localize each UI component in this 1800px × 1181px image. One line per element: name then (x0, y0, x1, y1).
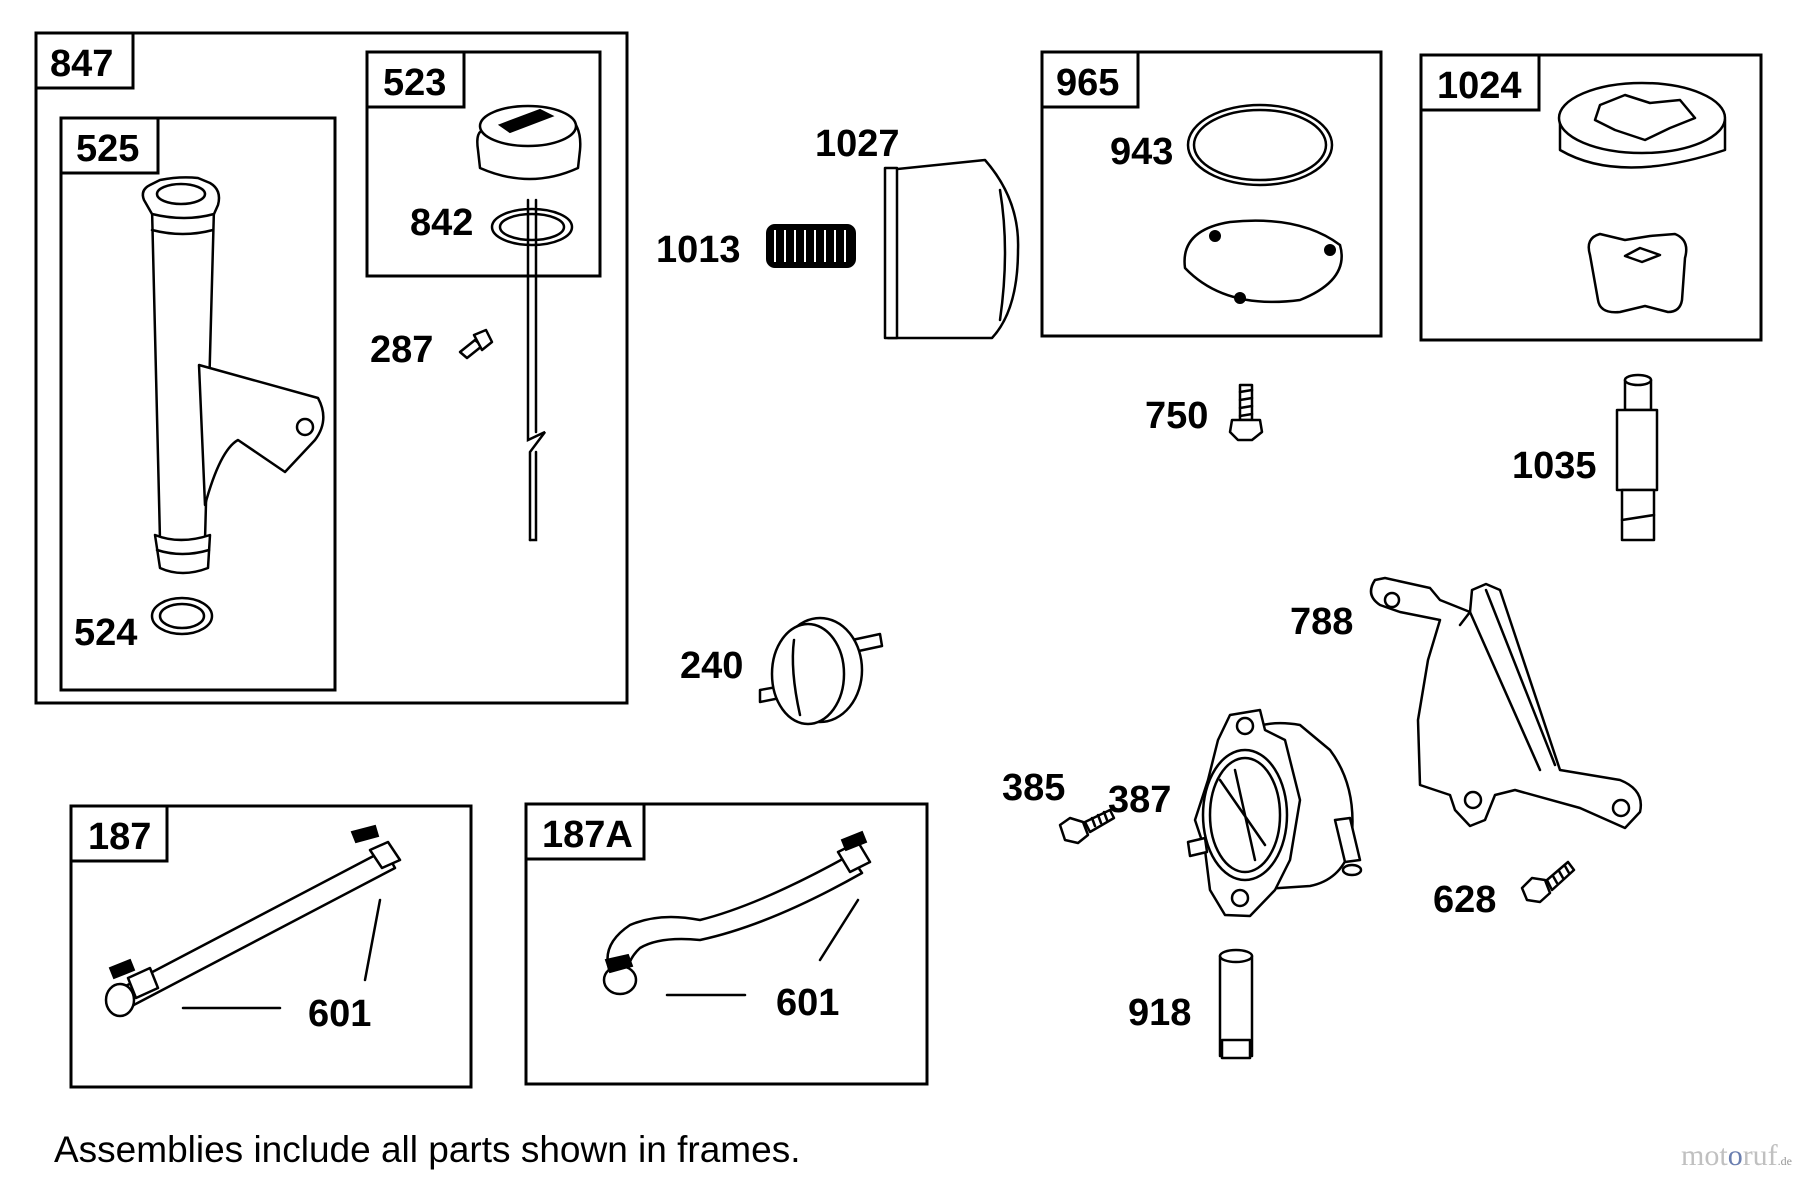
part-label-601-a: 601 (308, 993, 371, 1035)
part-label-385: 385 (1002, 767, 1065, 809)
screw-628-drawing (1520, 860, 1576, 904)
fuel-filter-240-drawing (758, 616, 884, 726)
cover-plate-drawing (1183, 219, 1343, 304)
nipple-1013-drawing (766, 224, 856, 268)
part-label-918: 918 (1128, 992, 1191, 1034)
assemblies-note: Assemblies include all parts shown in fr… (54, 1129, 801, 1170)
part-label-750: 750 (1145, 395, 1208, 437)
oil-pump-rotor-drawing (1557, 81, 1727, 314)
tube-918-drawing (1218, 948, 1254, 1060)
frame-label-847: 847 (50, 43, 113, 85)
part-label-1027: 1027 (815, 123, 900, 165)
part-label-387: 387 (1108, 779, 1171, 821)
screw-287-drawing (458, 328, 494, 360)
shaft-1035-drawing (1615, 373, 1659, 542)
screw-385-drawing (1058, 808, 1116, 845)
part-label-524: 524 (74, 612, 137, 654)
frame-label-965: 965 (1056, 62, 1119, 104)
frame-label-187: 187 (88, 816, 151, 858)
part-label-842: 842 (410, 202, 473, 244)
fuel-line-187a-drawing (602, 830, 872, 996)
part-label-788: 788 (1290, 601, 1353, 643)
frame-965: 965 (1040, 50, 1383, 338)
bracket-788-drawing (1369, 576, 1643, 830)
oil-filter-1027-drawing (883, 158, 1020, 340)
part-label-601-b: 601 (776, 982, 839, 1024)
fuel-line-187-drawing (104, 824, 402, 1018)
frame-label-187a: 187A (542, 814, 633, 856)
frame-label-1024: 1024 (1437, 65, 1522, 107)
part-label-1013: 1013 (656, 229, 741, 271)
part-label-628: 628 (1433, 879, 1496, 921)
frame-187a: 187A (524, 802, 929, 1086)
frame-187: 187 (69, 804, 473, 1089)
frame-label-523: 523 (383, 62, 446, 104)
frame-label-525: 525 (76, 128, 139, 170)
dipstick-drawing (476, 104, 582, 542)
part-label-240: 240 (680, 645, 743, 687)
part-label-1035: 1035 (1512, 445, 1597, 487)
oil-fill-tube-drawing (141, 176, 325, 575)
screw-750-drawing (1228, 383, 1264, 442)
fuel-pump-drawing (1186, 708, 1363, 918)
part-label-287: 287 (370, 329, 433, 371)
part-label-943: 943 (1110, 131, 1173, 173)
watermark-logo: motoruf.de (1681, 1139, 1792, 1172)
